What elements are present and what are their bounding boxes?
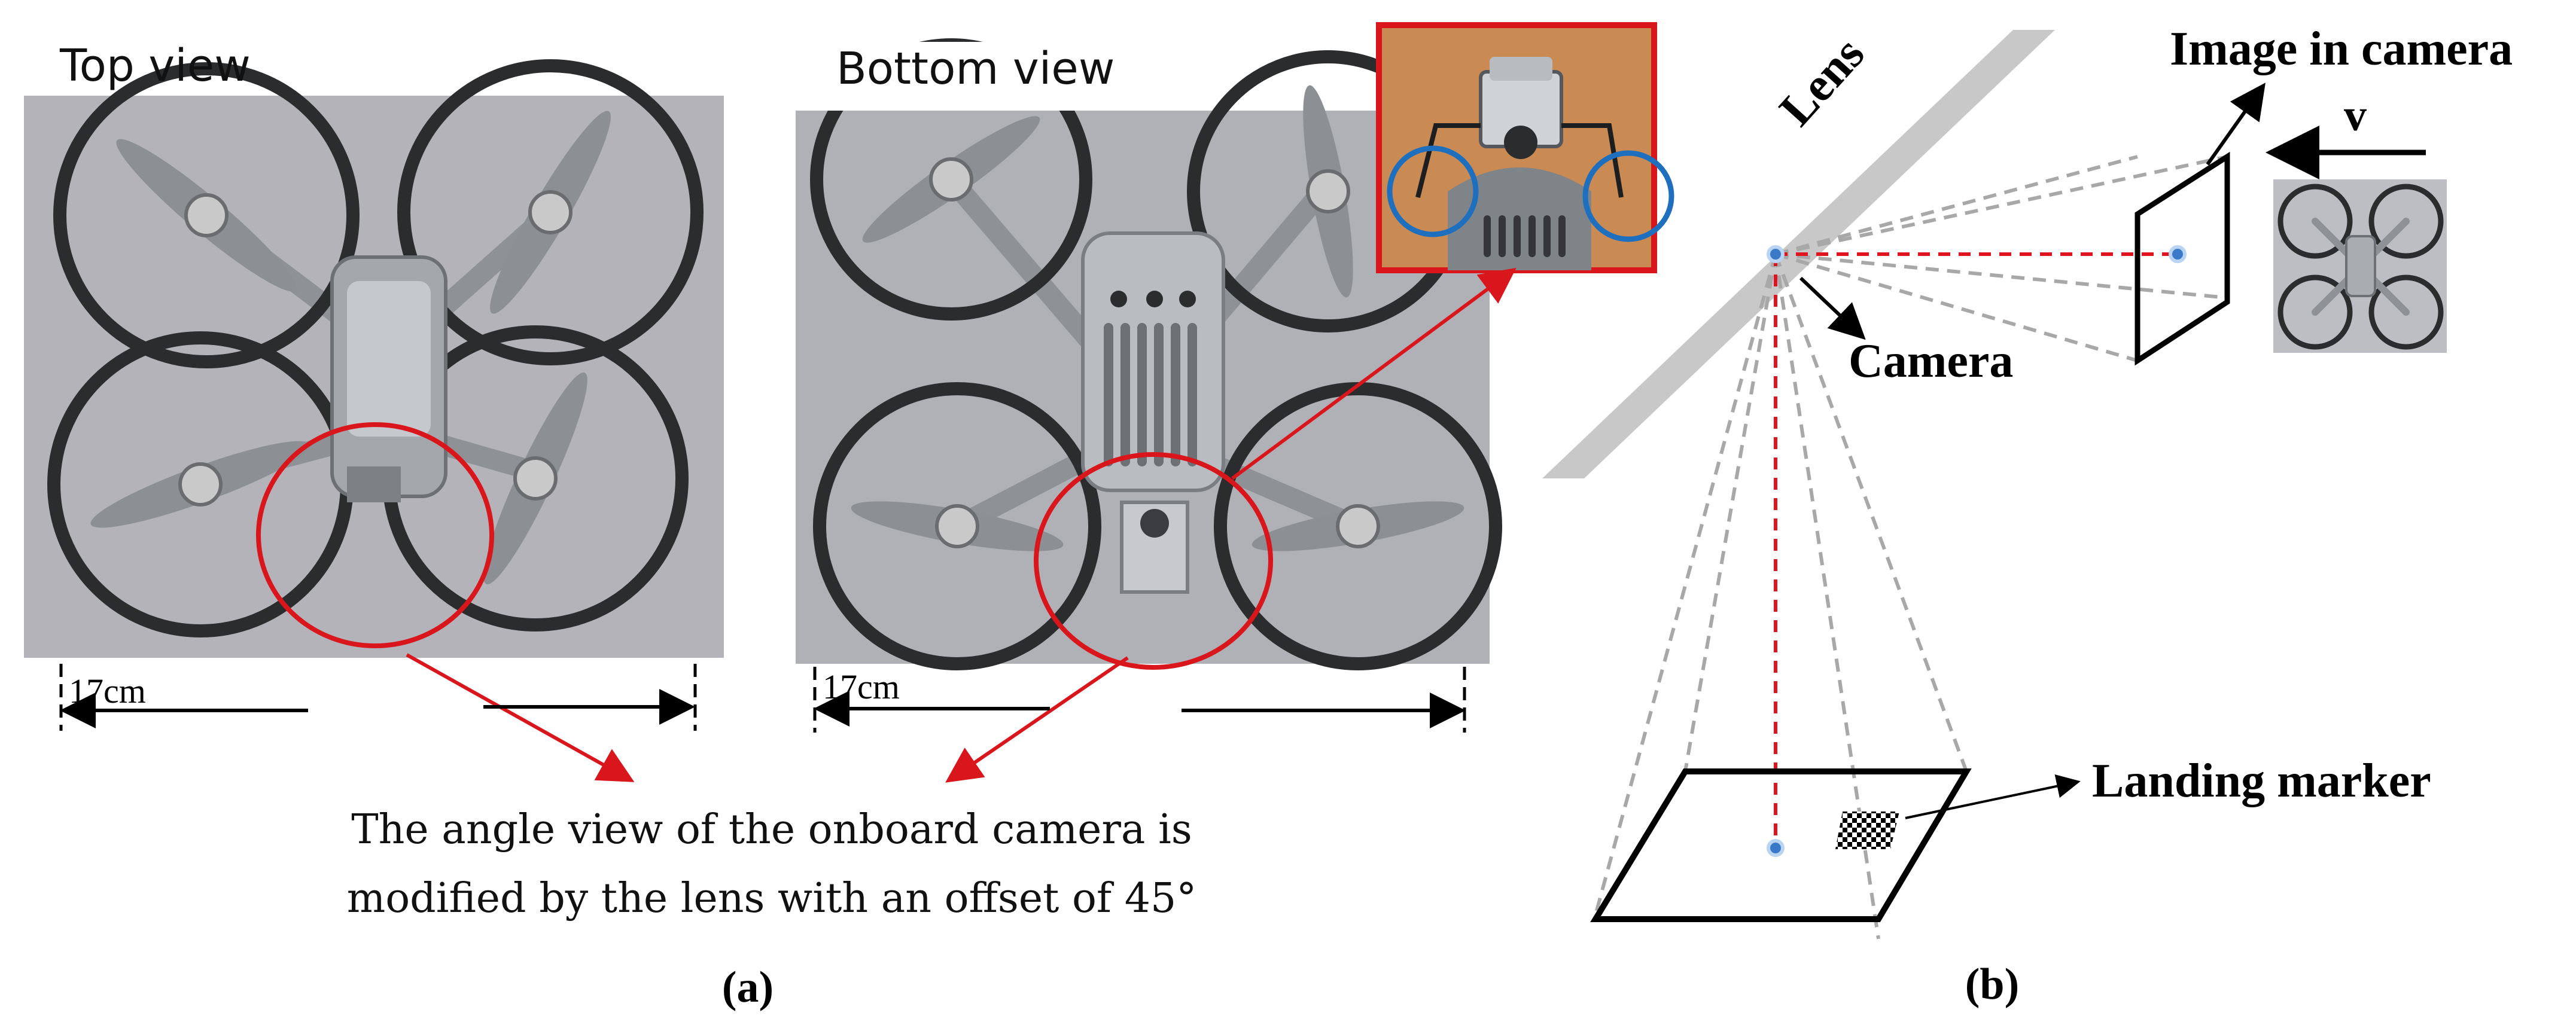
landing-marker-pattern [1835,812,1899,849]
callout-arrow-bottom [945,656,1129,783]
bottom-view-camera-highlight [1034,452,1273,670]
velocity-label: v [2344,90,2367,141]
camera-point [1767,245,1785,263]
panel-a: Top view [24,22,1674,1012]
caption-line-1: The angle view of the onboard camera is [351,806,1192,853]
panel-a-tag: (a) [722,963,774,1012]
projection-rays [1594,155,2228,939]
lens-label: Lens [1770,28,1874,136]
camera-label: Camera [1849,335,2013,388]
top-view-label: Top view [59,40,251,91]
top-view-photo: Top view [24,40,724,658]
callout-arrow-inset [1231,267,1517,480]
image-in-camera-label: Image in camera [2170,23,2513,75]
top-view-scale-bar: 17cm [59,664,697,731]
top-view-camera-highlight [256,422,494,648]
top-view-scale-label: 17cm [69,672,146,710]
bottom-view-photo: Bottom view [796,38,1502,670]
lens-closeup-inset [1376,22,1674,273]
bottom-view-label: Bottom view [836,43,1115,94]
callout-arrow-top [406,653,635,782]
ground-center-point [1767,839,1785,857]
bottom-view-scale-bar: 17cm [813,667,1466,733]
panel-b: Lens Camera Image in camera v [1542,23,2513,1009]
drone-thumbnail [2273,179,2447,353]
caption-line-2: modified by the lens with an offset of 4… [347,875,1197,922]
image-center-point [2169,245,2187,263]
landing-marker-label: Landing marker [2092,755,2431,807]
ground-plane [1590,768,1972,922]
panel-b-tag: (b) [1965,960,2019,1009]
bottom-view-scale-label: 17cm [823,667,900,706]
image-plane [2135,151,2230,366]
